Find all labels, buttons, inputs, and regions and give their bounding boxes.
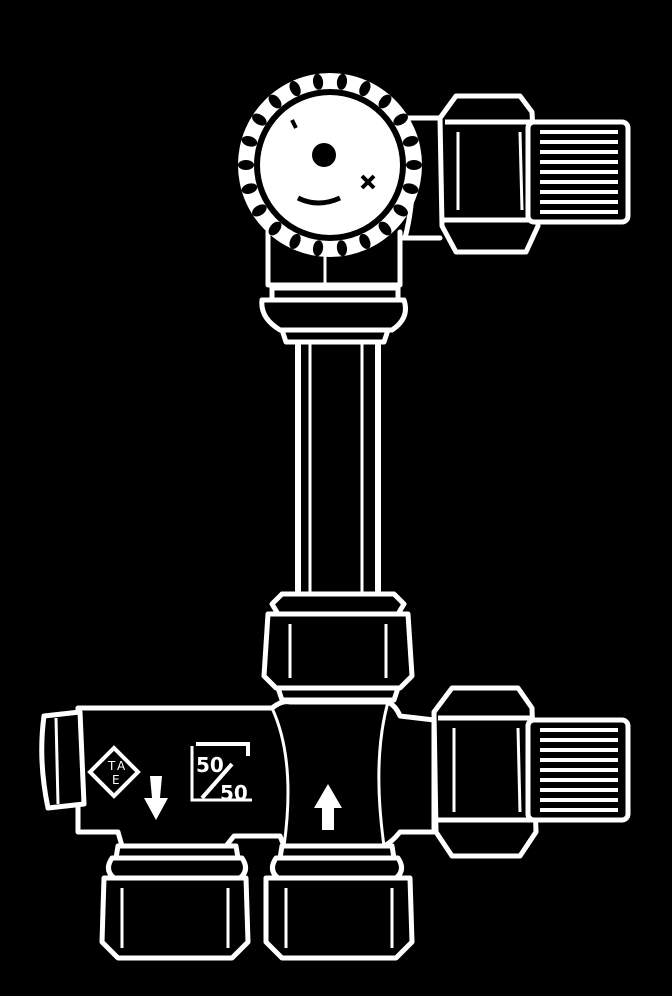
knurl-scallop: [268, 221, 282, 236]
knurl-scallop: [402, 136, 419, 147]
knurl-scallop: [289, 81, 301, 97]
ratio-label: 50 50: [190, 742, 252, 805]
knurl-scallop: [268, 94, 282, 109]
knurl-scallop: [312, 73, 324, 90]
logo-badge: T A E: [87, 745, 141, 799]
flow-arrow-up-icon: [314, 784, 342, 830]
ratio-bottom-value: 50: [220, 781, 248, 805]
knurl-scallop: [393, 204, 408, 217]
top-threaded-spigot: [525, 119, 631, 225]
knurl-scallop: [312, 240, 324, 257]
valve-body: [39, 699, 437, 849]
knurl-scallop: [378, 94, 392, 109]
middle-nut: [261, 591, 415, 703]
knurl-scallop: [336, 73, 348, 90]
knurl-scallop: [252, 204, 267, 217]
knurl-scallop: [378, 221, 392, 236]
knurl-scallop: [252, 113, 267, 126]
knurl-scallop: [238, 160, 254, 170]
knurl-scallop: [359, 81, 371, 97]
logo-letter-a: A: [117, 759, 126, 773]
knurl-scallop: [402, 183, 419, 194]
ratio-top-value: 50: [196, 753, 224, 777]
riser-tube: [295, 342, 381, 596]
flow-arrow-down-icon: [144, 776, 168, 820]
bottom-left-nut: [99, 843, 251, 961]
knurl-scallop: [406, 160, 422, 170]
knurl-scallop: [241, 183, 258, 194]
bottom-union-nut: [431, 685, 539, 859]
knurl-scallop: [336, 240, 348, 257]
thermostatic-head: [238, 73, 422, 257]
bottom-threaded-spigot: [525, 717, 631, 823]
bottom-middle-nut: [263, 843, 415, 961]
logo-letter-e: E: [112, 773, 120, 787]
knurl-scallop: [359, 233, 371, 249]
knurl-scallop: [241, 136, 258, 147]
logo-letter-t: T: [107, 759, 116, 773]
knurl-scallop: [393, 113, 408, 126]
knurl-scallop: [289, 233, 301, 249]
top-union-nut: [437, 93, 541, 255]
